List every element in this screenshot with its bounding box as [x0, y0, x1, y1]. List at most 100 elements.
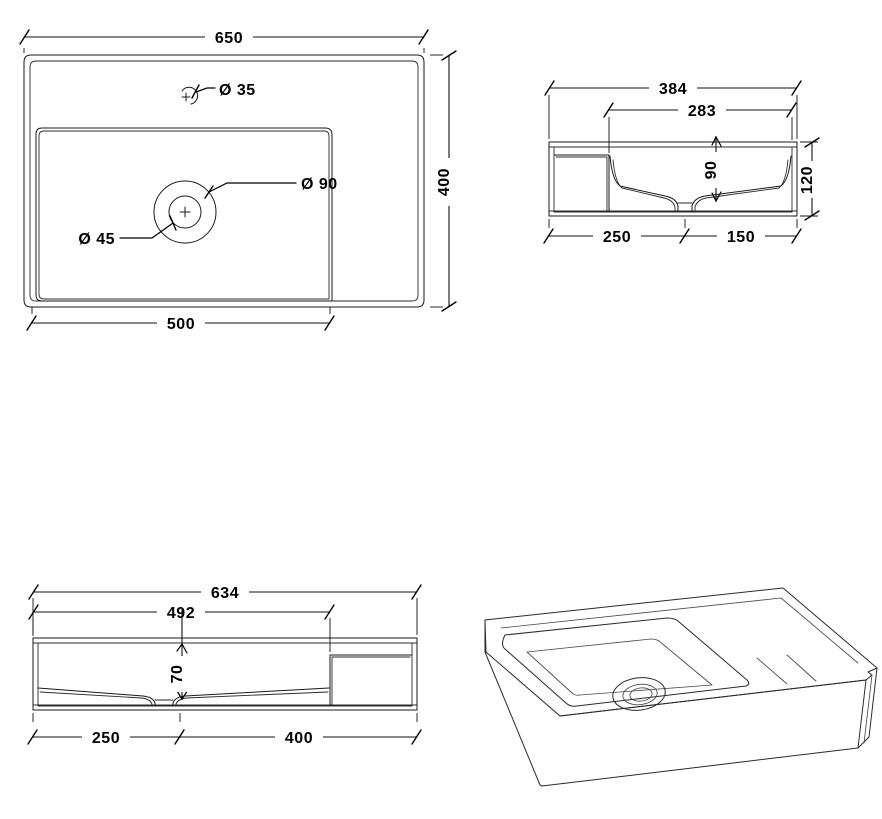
basin-width-label: 500 [167, 316, 195, 333]
iso-right-rear-edge [857, 667, 878, 749]
front-overall-label: 634 [211, 585, 239, 602]
drain-inner-label: Ø 45 [78, 231, 115, 248]
front-section-basin-left-profile [37, 687, 156, 707]
side-section-shelf-inner [555, 156, 608, 212]
side-section-shelf-outline [553, 154, 610, 213]
top-width-tick-left [19, 29, 30, 45]
front-basin-depth-label: 70 [169, 665, 186, 684]
iso-basin-rim-outline [502, 617, 750, 707]
side-height-label: 120 [799, 166, 816, 194]
tap-hole-label: Ø 35 [219, 82, 256, 99]
top-width-tick-right [418, 29, 429, 45]
iso-front-bottom-edge [541, 747, 859, 787]
front-section-wall-inner [37, 642, 413, 707]
front-section-view: 634 492 70 250 400 [27, 581, 422, 747]
iso-shelf-divider-left [756, 657, 788, 685]
top-width-label: 650 [215, 30, 243, 47]
side-section-basin-left-profile-inner [612, 159, 676, 212]
side-basin-depth-arrow-bottom [711, 191, 722, 202]
front-overall-tick-left [28, 584, 39, 600]
iso-basin-floor-front [526, 651, 713, 696]
iso-drain-mid [622, 683, 658, 706]
front-left-seg-label: 250 [92, 730, 120, 747]
side-overall-label: 384 [659, 81, 687, 98]
side-right-seg-tick-right [791, 228, 802, 244]
side-section-wall-inner [553, 146, 793, 213]
side-inner-tick-right [786, 102, 797, 118]
side-seg-tick-mid [679, 228, 690, 244]
drain-inner-leader-tick [169, 215, 177, 231]
drain-outer-label: Ø 90 [301, 176, 338, 193]
side-inner-tick-left [603, 102, 614, 118]
front-section-basin-right-profile [172, 687, 330, 707]
side-height-tick-top [804, 137, 820, 148]
drain-inner-circle [168, 195, 202, 229]
drain-outer-leader-tick [204, 185, 214, 199]
top-view-outer-outline [23, 54, 425, 308]
side-section-basin-right-profile [691, 155, 792, 213]
side-section-outer-outline [548, 141, 798, 217]
front-section-basin-right-profile-inner [175, 691, 329, 707]
iso-top-face-outline [484, 587, 878, 717]
front-basin-depth-label-bg [172, 656, 192, 692]
side-left-seg-tick-left [543, 228, 554, 244]
iso-drain-inner [629, 687, 653, 702]
iso-rim-inner-band [500, 597, 859, 664]
front-inner-label: 492 [167, 605, 195, 622]
tap-hole-leader-tick [191, 84, 200, 99]
front-basin-depth-arrow-top [176, 643, 188, 654]
side-height-label-bg [802, 161, 822, 198]
side-left-seg-label-bg [593, 225, 641, 245]
side-height-tick-bottom [804, 210, 820, 221]
isometric-view [484, 587, 878, 787]
drain-inner-leader-line [119, 222, 174, 239]
side-section-basin-left-profile [609, 155, 679, 213]
side-overall-tick-right [791, 80, 802, 96]
drain-center-cross-icon [179, 206, 191, 218]
top-view-rim-outline [29, 60, 419, 302]
side-section-basin-right-profile-inner [694, 159, 789, 212]
front-inner-label-bg [157, 601, 205, 621]
front-section-shelf-outline [329, 654, 413, 707]
drain-outer-leader-line [208, 182, 297, 193]
side-basin-depth-arrow-top [711, 136, 722, 147]
iso-drain-outer [612, 677, 666, 711]
iso-right-face-edge [863, 674, 873, 744]
basin-width-label-bg [157, 312, 205, 332]
iso-basin-floor-outline [526, 638, 713, 686]
front-section-basin-left-profile-inner [39, 691, 153, 707]
side-inner-label-bg [678, 99, 726, 119]
basin-width-tick-left [26, 315, 37, 331]
front-right-seg-label-bg [275, 726, 323, 746]
tap-hole-leader-line [195, 87, 216, 93]
top-view: Ø 90 Ø 45 Ø 35 650 [19, 26, 459, 333]
front-right-seg-tick-right [411, 729, 422, 745]
side-right-seg-label-bg [717, 225, 765, 245]
iso-right-front-edge [857, 679, 867, 749]
tap-hole-circle [181, 86, 199, 105]
top-depth-tick-top [441, 50, 457, 61]
front-overall-label-bg [201, 581, 249, 601]
side-inner-label: 283 [688, 103, 716, 120]
side-basin-depth-label-bg [706, 152, 726, 188]
front-left-seg-label-bg [82, 726, 130, 746]
side-basin-depth-label: 90 [703, 161, 720, 180]
side-overall-label-bg [649, 77, 697, 97]
side-section-view: 384 283 90 120 [543, 77, 822, 246]
front-seg-tick-mid [174, 729, 185, 745]
top-view-basin-inner-outline [38, 130, 330, 300]
iso-front-face-top-edge [559, 679, 867, 717]
front-right-seg-label: 400 [285, 730, 313, 747]
front-section-outer-outline [32, 637, 418, 711]
top-depth-label: 400 [436, 168, 453, 196]
front-left-seg-tick-left [27, 729, 38, 745]
top-width-label-bg [205, 26, 253, 46]
basin-width-tick-right [324, 315, 335, 331]
front-section-shelf-inner [331, 656, 411, 706]
side-left-seg-label: 250 [603, 229, 631, 246]
top-depth-label-bg [439, 158, 459, 206]
front-overall-tick-right [411, 584, 422, 600]
tap-hole-center-cross-icon [181, 92, 191, 102]
side-right-seg-label: 150 [727, 229, 755, 246]
